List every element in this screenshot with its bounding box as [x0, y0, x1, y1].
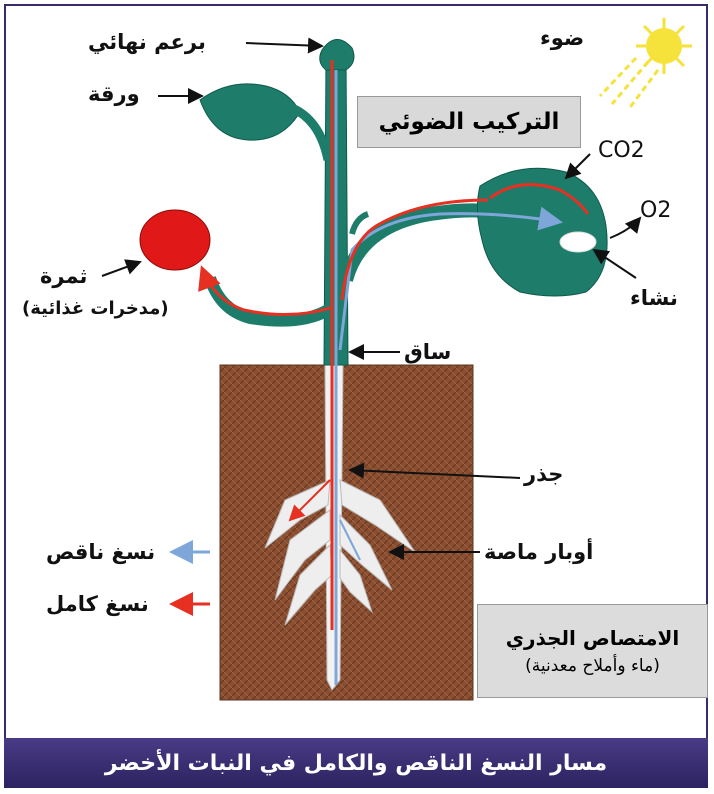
label-root-absorption-note: (ماء وأملاح معدنية) [525, 656, 660, 676]
label-root-absorption: الامتصاص الجذري [506, 626, 680, 650]
label-fruit: ثمرة [40, 264, 87, 288]
label-o2: O2 [640, 198, 671, 223]
caption-bar: مسار النسغ الناقص والكامل في النبات الأخ… [4, 738, 708, 788]
label-photosynthesis: التركيب الضوئي [379, 109, 560, 135]
right-branch [346, 210, 492, 280]
big-leaf [477, 168, 607, 296]
label-stem: ساق [404, 340, 451, 364]
label-terminal-bud: برعم نهائي [88, 30, 206, 54]
label-fruit-note: (مدخرات غذائية) [22, 298, 169, 319]
photosynthesis-box: التركيب الضوئي [357, 96, 581, 148]
label-light: ضوء [540, 26, 584, 50]
label-root: جذر [524, 462, 563, 486]
sun-icon [600, 18, 692, 110]
terminal-bud [320, 39, 354, 70]
fruit [140, 210, 210, 270]
legend-label-incomplete-sap: نسغ ناقص [46, 540, 155, 564]
label-starch: نشاء [630, 286, 678, 310]
legend-label-complete-sap: نسغ كامل [46, 592, 149, 616]
label-root-hairs: أوبار ماصة [484, 540, 593, 564]
upper-leaf [200, 84, 300, 140]
label-co2: CO2 [598, 138, 645, 163]
caption-title: مسار النسغ الناقص والكامل في النبات الأخ… [105, 751, 607, 776]
root-absorption-box: الامتصاص الجذري (ماء وأملاح معدنية) [477, 604, 708, 698]
starch-spot [560, 232, 596, 252]
label-leaf: ورقة [88, 82, 140, 106]
